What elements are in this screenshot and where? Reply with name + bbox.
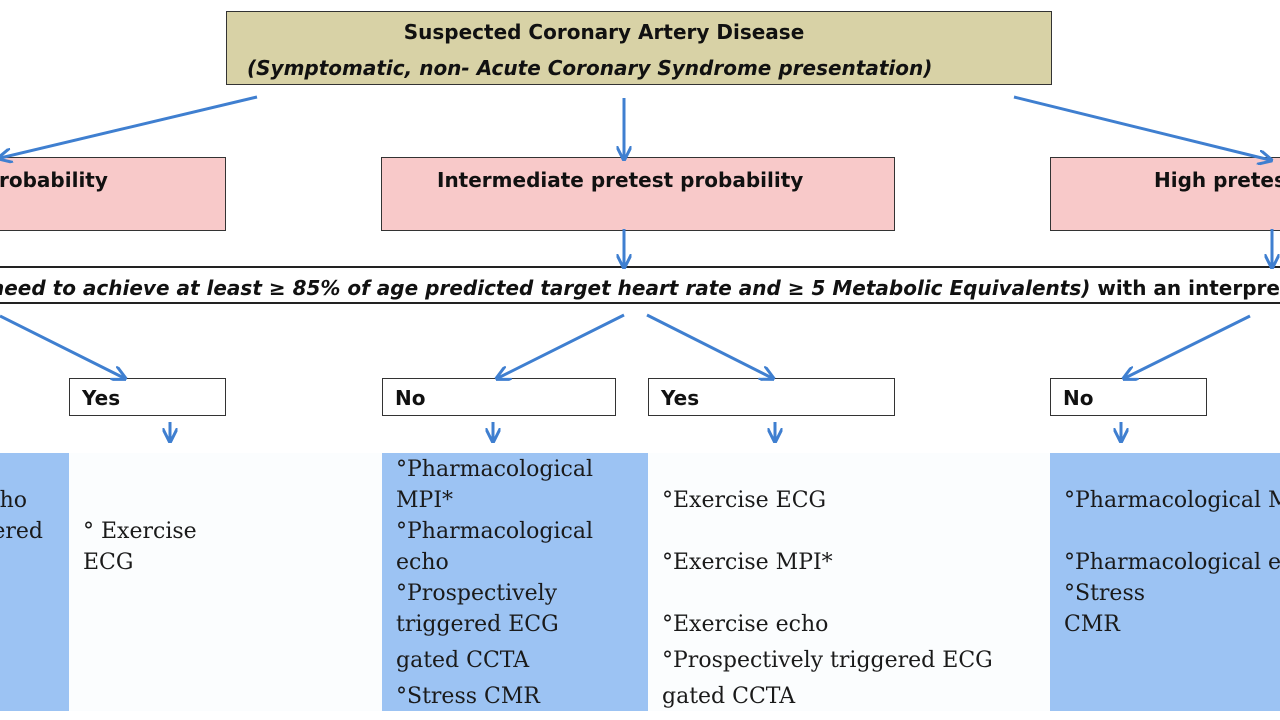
exercise-question-italic: need to achieve at least ≥ 85% of age pr… [0, 276, 1091, 300]
intermediate-no-test-line: MPI* [396, 488, 454, 513]
intermediate-no-test-line: °Pharmacological [396, 457, 594, 482]
low-yes-test-line: ° Exercise [83, 519, 197, 544]
arrow-to-low [0, 95, 258, 158]
high-no-tests-panel: °Pharmacological M °Pharmacological e °S… [1050, 453, 1280, 711]
suspected-cad-title: Suspected Coronary Artery Disease [403, 20, 805, 44]
intermediate-no-test-line: gated CCTA [396, 648, 530, 673]
intermediate-yes-box: Yes [648, 378, 895, 416]
low-yes-box: Yes [69, 378, 226, 416]
low-yes-label: Yes [82, 386, 121, 410]
low-yes-test-line: ECG [83, 550, 134, 575]
intermediate-no-test-line: °Stress CMR [396, 684, 540, 709]
intermediate-yes-test-line: °Exercise MPI* [662, 550, 833, 575]
suspected-cad-box: Suspected Coronary Artery Disease (Sympt… [226, 11, 1052, 85]
low-yes-tests-panel: ° Exercise ECG [69, 453, 382, 711]
intermediate-yes-test-line: °Exercise echo [662, 612, 829, 637]
exercise-question-plain: with an interpretable [1097, 276, 1280, 300]
intermediate-no-label: No [395, 386, 426, 410]
arrow-to-intermediate-yes [646, 313, 772, 378]
arrow-to-low-yes [0, 314, 124, 378]
high-no-label: No [1063, 386, 1094, 410]
low-no-test-line: ho [0, 488, 27, 513]
arrow-to-high-no [1125, 314, 1251, 378]
exercise-question-band: need to achieve at least ≥ 85% of age pr… [0, 266, 1280, 304]
intermediate-no-test-line: echo [396, 550, 449, 575]
high-probability-box: High pretes [1050, 157, 1280, 231]
intermediate-no-tests-panel: °Pharmacological MPI* °Pharmacological e… [382, 453, 648, 711]
intermediate-no-test-line: °Pharmacological [396, 519, 594, 544]
high-probability-label: High pretes [1154, 168, 1280, 192]
intermediate-probability-box: Intermediate pretest probability [381, 157, 895, 231]
high-no-test-line: °Pharmacological M [1064, 488, 1280, 513]
low-no-test-line: ered [0, 519, 43, 544]
intermediate-no-test-line: °Prospectively [396, 581, 558, 606]
intermediate-yes-test-line: °Prospectively triggered ECG [662, 648, 993, 673]
intermediate-yes-test-line: gated CCTA [662, 684, 796, 709]
arrow-to-high [1013, 95, 1270, 160]
intermediate-probability-label: Intermediate pretest probability [437, 168, 804, 192]
suspected-cad-subtitle: (Symptomatic, non- Acute Coronary Syndro… [247, 56, 933, 80]
exercise-question-text: need to achieve at least ≥ 85% of age pr… [0, 276, 1280, 300]
high-no-test-line: °Stress [1064, 581, 1146, 606]
high-no-test-line: CMR [1064, 612, 1120, 637]
intermediate-no-test-line: triggered ECG [396, 612, 559, 637]
intermediate-yes-test-line: °Exercise ECG [662, 488, 827, 513]
arrow-to-intermediate-no [498, 313, 625, 378]
high-no-box: No [1050, 378, 1207, 416]
intermediate-yes-tests-panel: °Exercise ECG °Exercise MPI* °Exercise e… [648, 453, 1050, 711]
low-no-tests-panel: ho ered [0, 453, 69, 711]
low-probability-box: robability [0, 157, 226, 231]
low-probability-label: robability [0, 168, 108, 192]
high-no-test-line: °Pharmacological e [1064, 550, 1280, 575]
intermediate-yes-label: Yes [661, 386, 700, 410]
